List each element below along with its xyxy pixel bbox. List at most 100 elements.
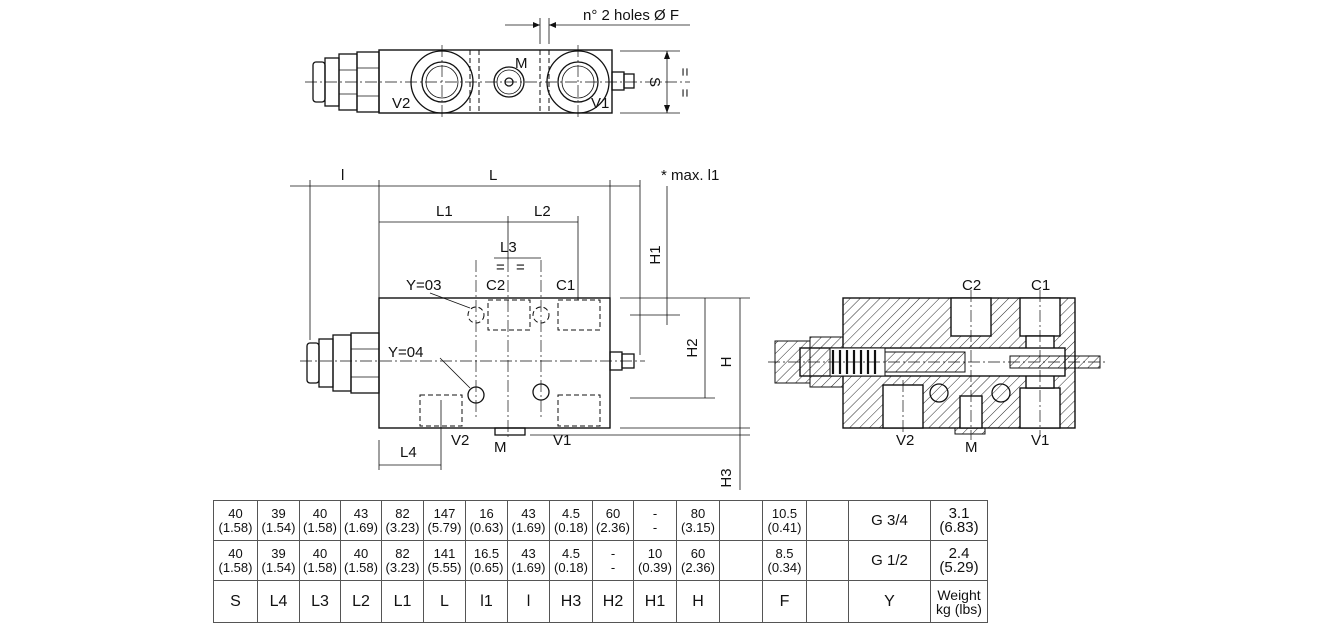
- table-cell: G 3/4: [848, 500, 931, 541]
- label-v1: V1: [553, 432, 571, 449]
- top-view: n° 2 holes Ø F M V2 V1 S = =: [305, 7, 693, 118]
- cell-value-mm: 82: [395, 505, 410, 521]
- table-cell: 2.4(5.29): [930, 540, 988, 581]
- cell-value-mm: 10.5: [771, 505, 798, 521]
- cell-value-in: (3.23): [385, 559, 420, 575]
- cell-value-in: (0.39): [638, 559, 672, 575]
- cell-value-mm: 147: [433, 505, 456, 521]
- dim-L: L: [489, 167, 497, 184]
- table-cell: 82(3.23): [381, 540, 424, 581]
- section-view: C2 C1 V2 M V1: [768, 277, 1108, 456]
- table-cell: 40(1.58): [340, 540, 382, 581]
- cell-value-mm: G 1/2: [871, 551, 908, 569]
- cell-value-mm: 39: [271, 545, 286, 561]
- dim-l: l: [341, 167, 344, 184]
- table-cell: [806, 540, 849, 581]
- equal-mark: =: [676, 89, 693, 98]
- table-row: 40(1.58)39(1.54)40(1.58)43(1.69)82(3.23)…: [213, 500, 988, 541]
- table-cell: 82(3.23): [381, 500, 424, 541]
- dim-H2: H2: [684, 338, 701, 357]
- label-v2: V2: [896, 432, 914, 449]
- cell-value-mm: 4.5: [561, 545, 581, 561]
- cell-value-mm: 40: [228, 505, 243, 521]
- cell-value-in: (5.55): [427, 559, 462, 575]
- table-cell: 43(1.69): [507, 500, 550, 541]
- cell-value-in: (3.23): [385, 519, 420, 535]
- table-cell: 39(1.54): [257, 500, 300, 541]
- table-cell: 40(1.58): [299, 500, 341, 541]
- label-m: M: [965, 439, 978, 456]
- cell-value-mm: 60: [690, 545, 706, 561]
- cell-value-in: (0.63): [469, 519, 504, 535]
- label-y03: Y=03: [406, 277, 441, 294]
- table-cell: --: [633, 500, 677, 541]
- table-header-cell: L4: [257, 580, 300, 623]
- dim-L4: L4: [400, 444, 417, 461]
- cell-value-mm: 82: [395, 545, 410, 561]
- cell-value-mm: 43: [353, 505, 369, 521]
- table-header-cell: l: [507, 580, 550, 623]
- table-cell: 10.5(0.41): [762, 500, 807, 541]
- cell-value-in: (0.18): [554, 559, 588, 575]
- label-v2: V2: [392, 95, 410, 112]
- table-header-cell: H3: [549, 580, 593, 623]
- table-cell: 43(1.69): [507, 540, 550, 581]
- cell-value-mm: -: [610, 545, 616, 561]
- table-cell: G 1/2: [848, 540, 931, 581]
- dimensions-table: 40(1.58)39(1.54)40(1.58)43(1.69)82(3.23)…: [213, 500, 988, 623]
- table-header-cell: H2: [592, 580, 634, 623]
- table-cell: 80(3.15): [676, 500, 720, 541]
- cell-value-in: (1.69): [511, 519, 546, 535]
- cell-value-in: (0.65): [469, 559, 504, 575]
- cell-value-in: (2.36): [596, 519, 630, 535]
- equal-mark: =: [676, 68, 693, 77]
- dim-H3: H3: [718, 468, 735, 487]
- cell-value-mm: 80: [690, 505, 706, 521]
- cell-value-mm: 60: [605, 505, 621, 521]
- cell-value-mm: 141: [433, 545, 456, 561]
- table-cell: --: [592, 540, 634, 581]
- table-row: 40(1.58)39(1.54)40(1.58)40(1.58)82(3.23)…: [213, 540, 988, 581]
- dim-L1: L1: [436, 203, 453, 220]
- fitting-right: [611, 71, 635, 91]
- cell-value-in: (5.79): [427, 519, 462, 535]
- cell-value-in: (1.54): [261, 559, 296, 575]
- table-header-cell: L: [423, 580, 466, 623]
- table-cell: 40(1.58): [213, 540, 258, 581]
- cell-value-in: (1.69): [344, 519, 378, 535]
- cell-value-mm: 16: [479, 505, 494, 521]
- label-v1: V1: [591, 95, 609, 112]
- cell-value-in: (2.36): [681, 559, 715, 575]
- cell-value-in: (1.58): [344, 559, 378, 575]
- table-cell: [806, 500, 849, 541]
- table-cell: 4.5(0.18): [549, 500, 593, 541]
- table-cell: [719, 500, 763, 541]
- front-view: l L * max. l1 L1 L2 L3 = = Y=03 C2 C1 Y=…: [290, 167, 750, 490]
- label-c1: C1: [1031, 277, 1050, 294]
- cell-value-in: -: [652, 519, 658, 535]
- label-c2: C2: [962, 277, 981, 294]
- cell-value-in: (0.41): [767, 519, 802, 535]
- table-cell: 60(2.36): [592, 500, 634, 541]
- cell-value-mm: 43: [521, 545, 536, 561]
- label-v1: V1: [1031, 432, 1049, 449]
- cell-value-in: -: [610, 559, 616, 575]
- table-header-cell: L2: [340, 580, 382, 623]
- table-cell: 60(2.36): [676, 540, 720, 581]
- equal-mark: =: [496, 259, 505, 276]
- dim-max-l1: * max. l1: [661, 167, 719, 184]
- cell-value-mm: 40: [353, 545, 369, 561]
- cell-value-in: (1.58): [218, 519, 253, 535]
- cell-value-in: (1.58): [218, 559, 253, 575]
- cell-value-in: (5.29): [939, 558, 979, 576]
- cell-value-in: (0.34): [767, 559, 802, 575]
- cell-value-mm: 2.4: [948, 544, 970, 562]
- cell-value-in: (0.18): [554, 519, 588, 535]
- cell-value-mm: 8.5: [775, 545, 794, 561]
- cell-value-in: (1.58): [303, 559, 337, 575]
- table-header-cell: S: [213, 580, 258, 623]
- table-cell: 4.5(0.18): [549, 540, 593, 581]
- label-v2: V2: [451, 432, 469, 449]
